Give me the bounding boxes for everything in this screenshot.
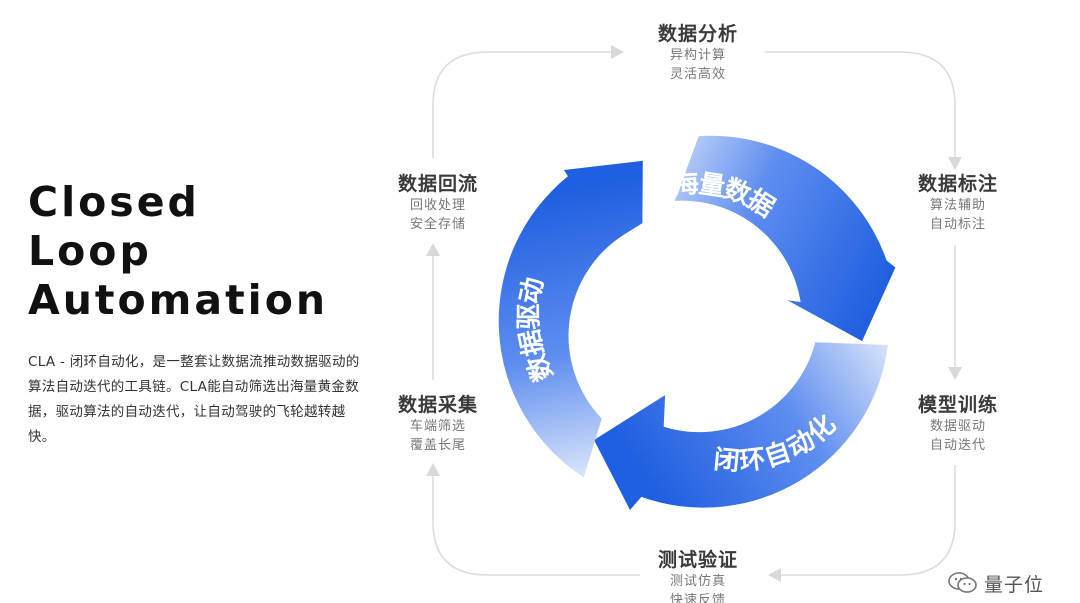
loop-segment-testing-to-collection [432,475,640,576]
stage-line: 灵活高效 [669,67,726,82]
stage-line: 覆盖长尾 [409,438,466,453]
stage-line: 数据驱动 [929,419,986,434]
loop-arrow-to-labeling [948,157,962,170]
ring-segment-massive-data [674,135,896,342]
description-text: CLA - 闭环自动化，是一整套让数据流推动数据驱动的算法自动迭代的工具链。CL… [28,354,360,445]
stage-line: 自动标注 [929,217,986,232]
stage-line: 测试仿真 [669,574,726,589]
loop-segment-analysis-to-labeling [765,51,956,158]
stage-line: 异构计算 [669,48,726,63]
stage-name: 数据采集 [397,394,478,416]
ring-segment-data-driven [498,160,643,478]
page-title: Closed Loop Automation [28,178,368,325]
stage-line: 快速反馈 [669,593,726,603]
watermark: 量子位 [948,571,1044,596]
stage-name: 模型训练 [917,394,998,416]
stage-data-collection: 数据采集 车端筛选 覆盖长尾 [373,393,503,455]
stage-test-validation: 测试验证 测试仿真 快速反馈 [633,548,763,603]
stage-model-training: 模型训练 数据驱动 自动迭代 [893,393,1023,455]
stage-line: 算法辅助 [929,198,986,213]
stage-line: 车端筛选 [409,419,466,434]
stage-line: 自动迭代 [929,438,986,453]
stage-data-reflow: 数据回流 回收处理 安全存储 [373,172,503,234]
wechat-icon [948,572,977,593]
loop-segment-reflow-to-analysis [432,51,612,158]
ring-segment-closed-loop [594,342,888,510]
loop-arrow-to-analysis [611,45,624,59]
stage-name: 数据分析 [657,23,738,45]
loop-arrow-to-training [948,367,962,380]
watermark-text: 量子位 [983,573,1044,596]
stage-name: 数据回流 [397,173,478,195]
loop-arrow-to-collection [426,463,440,476]
title-line-2: Loop [28,227,152,275]
stage-name: 测试验证 [657,549,738,571]
stage-line: 回收处理 [409,198,466,213]
stage-line: 安全存储 [409,217,466,232]
title-line-1: Closed [28,178,200,226]
loop-arrow-to-testing [768,568,781,582]
stage-data-analysis: 数据分析 异构计算 灵活高效 [633,22,763,84]
loop-segment-training-to-testing [780,465,956,576]
stage-name: 数据标注 [917,173,998,195]
title-line-3: Automation [28,276,329,324]
loop-arrow-to-reflow [426,243,440,256]
stage-data-labeling: 数据标注 算法辅助 自动标注 [893,172,1023,234]
